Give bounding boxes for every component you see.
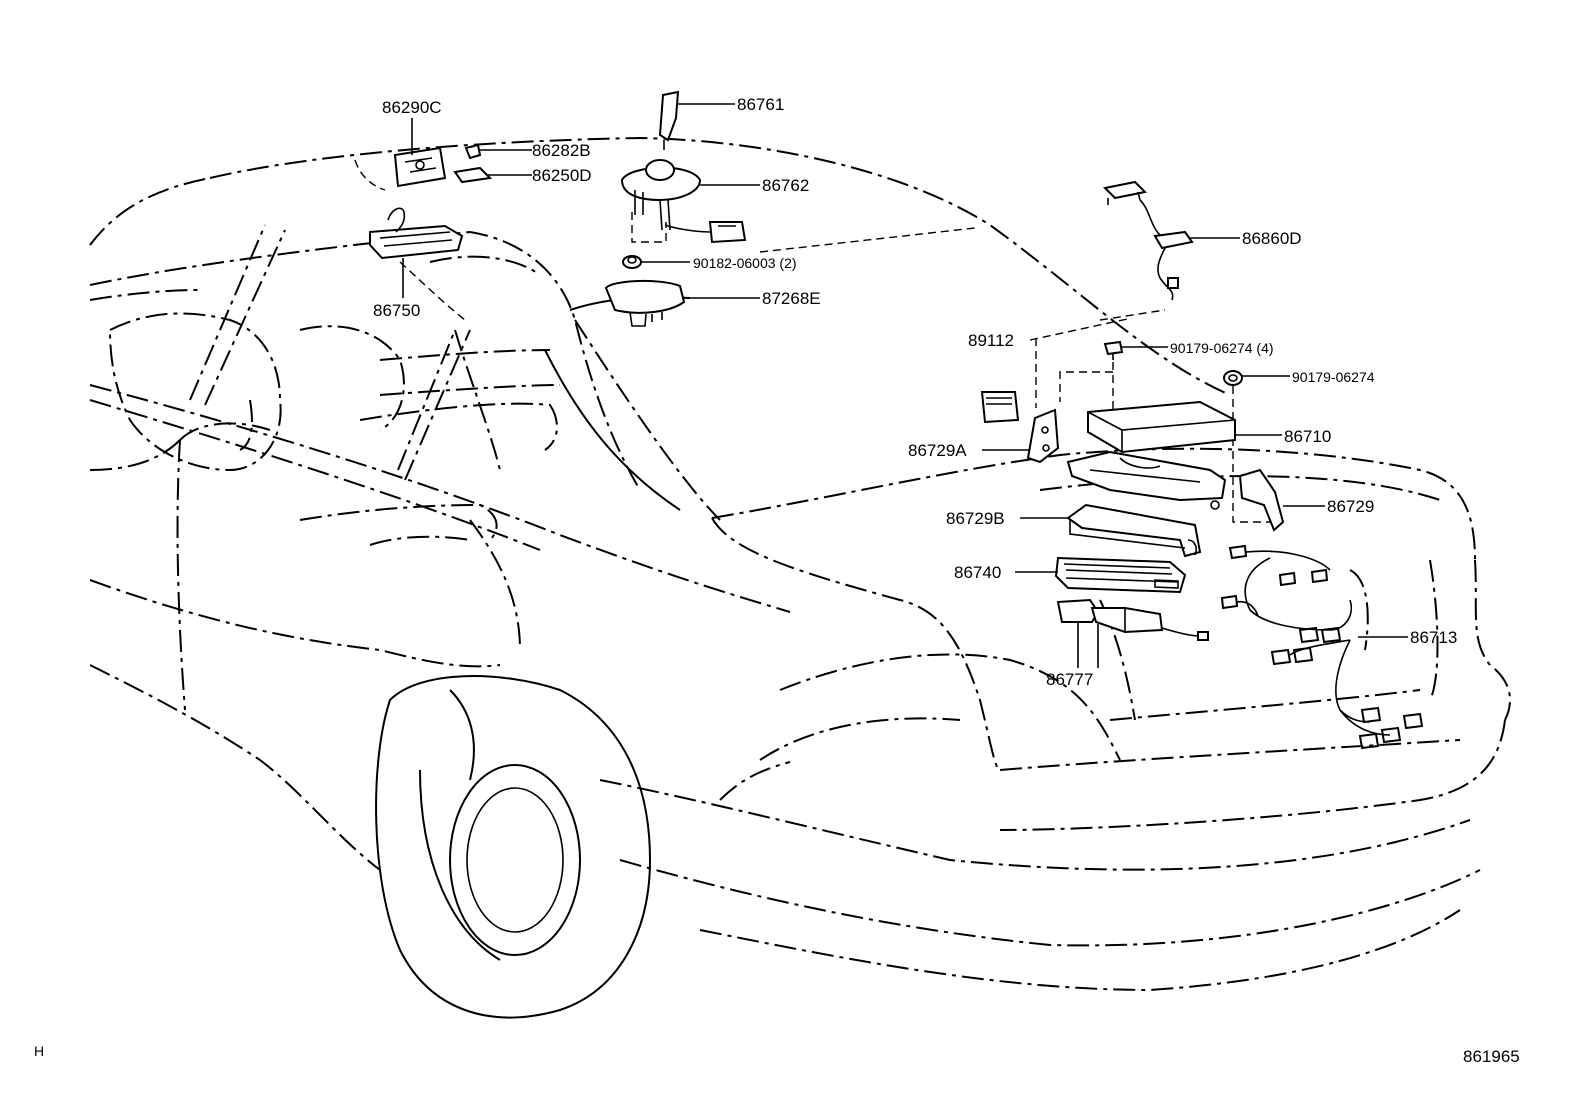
- part-86729b-bracket: [1066, 503, 1202, 558]
- guide-86860d: [1099, 309, 1166, 321]
- label-86750: 86750: [373, 301, 420, 320]
- part-86860d-gps-antenna: [1102, 180, 1194, 301]
- label-86250d: 86250D: [532, 166, 592, 185]
- label-89112: 89112: [968, 331, 1014, 350]
- guide-antenna-mount: [631, 212, 667, 243]
- guide-89112: [1029, 317, 1133, 341]
- part-86729a-bracket: [1026, 408, 1060, 464]
- guide-86750: [399, 261, 466, 321]
- label-86713: 86713: [1410, 628, 1457, 647]
- interior-contours: [544, 296, 691, 511]
- guide-roof-antenna: [759, 227, 976, 253]
- part-90179-bolt-a: [1103, 340, 1124, 360]
- rear-wheel: [375, 675, 652, 1019]
- part-86762-antenna-base: [620, 159, 747, 244]
- part-87268e-pad: [604, 279, 686, 327]
- part-mounting-tray: [1066, 450, 1227, 510]
- label-86290c: 86290C: [382, 98, 442, 117]
- label-86860d: 86860D: [1242, 229, 1302, 248]
- label-86740: 86740: [954, 563, 1001, 582]
- part-86740-control-unit: [1054, 556, 1187, 594]
- part-labels: 86290C 86282B 86250D 86761 86762 90182-0…: [373, 95, 1457, 689]
- part-86713-wire-harness: [1220, 544, 1424, 750]
- part-86282b-clip: [464, 143, 482, 160]
- part-86710-navigation-unit: [1087, 400, 1236, 454]
- part-86290c-bracket: [393, 146, 447, 188]
- part-90182-nut: [622, 255, 642, 269]
- label-86762: 86762: [762, 176, 809, 195]
- label-86777: 86777: [1046, 670, 1093, 689]
- part-89112-sensor: [980, 391, 1020, 424]
- label-86729: 86729: [1327, 497, 1374, 516]
- label-86729a: 86729A: [908, 441, 967, 460]
- label-90179-b: 90179-06274: [1292, 369, 1375, 385]
- leader-lines: [402, 103, 1408, 668]
- part-86750-antenna-amplifier: [369, 207, 464, 260]
- label-87268e: 87268E: [762, 289, 821, 308]
- label-86761: 86761: [737, 95, 784, 114]
- part-86729-bracket: [1238, 468, 1285, 532]
- guide-86290c: [354, 159, 386, 191]
- label-90182: 90182-06003 (2): [693, 255, 797, 271]
- part-86250d-clip: [453, 166, 493, 184]
- car-body-outline: [89, 136, 1511, 992]
- part-90179-bolt-b: [1223, 370, 1243, 386]
- corner-mark: H: [34, 1043, 44, 1059]
- figure-number: 861965: [1463, 1047, 1520, 1066]
- part-86761-antenna-rod: [658, 90, 680, 150]
- part-86777-module: [1056, 598, 1209, 641]
- label-86282b: 86282B: [532, 141, 591, 160]
- label-90179-a: 90179-06274 (4): [1170, 340, 1274, 356]
- label-86710: 86710: [1284, 427, 1331, 446]
- label-86729b: 86729B: [946, 509, 1005, 528]
